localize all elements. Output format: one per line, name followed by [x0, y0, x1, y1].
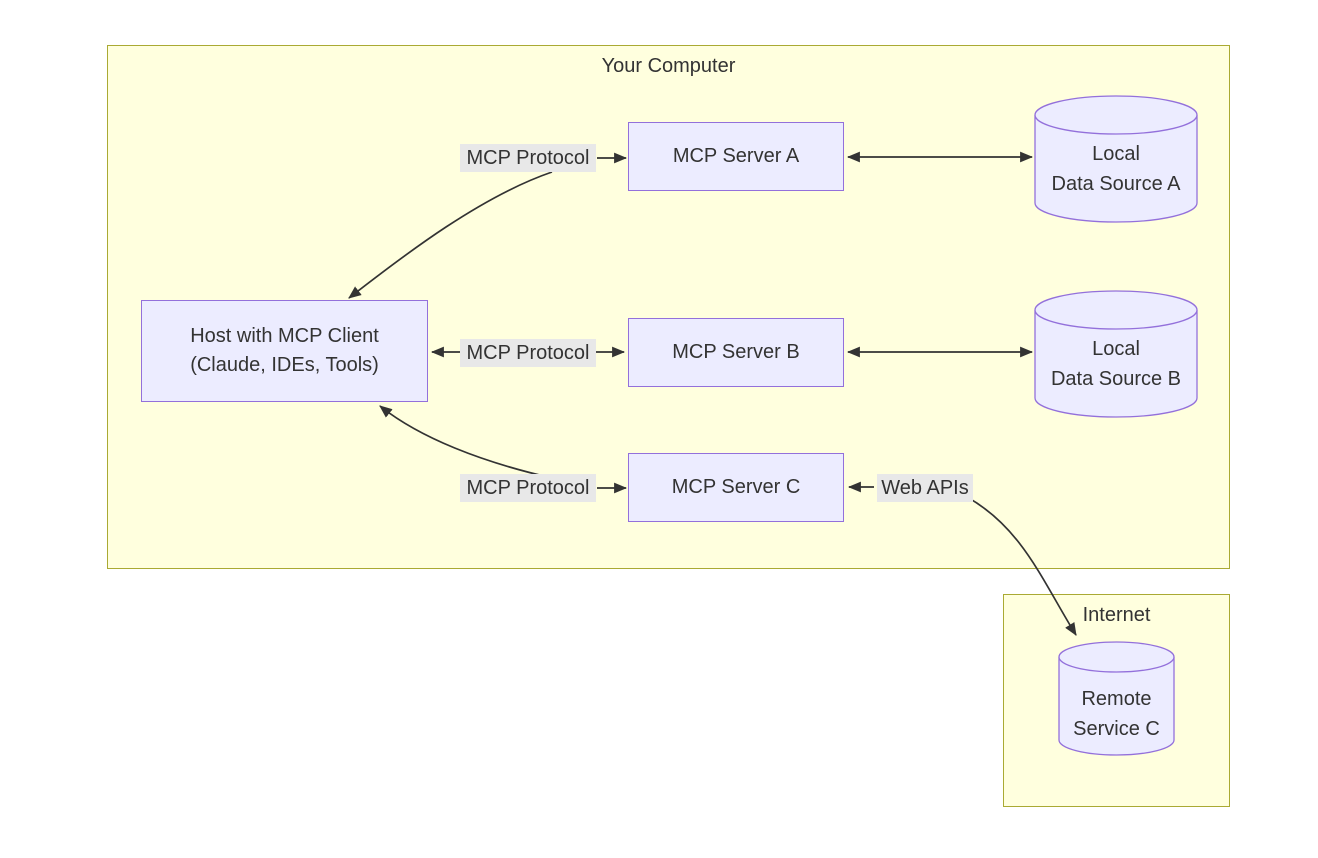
remote-service-c-label: Remote Service C — [1059, 684, 1174, 744]
node-host-with-mcp-client: Host with MCP Client (Claude, IDEs, Tool… — [141, 300, 428, 402]
edge-label-mcp-protocol-c: MCP Protocol — [460, 474, 596, 502]
data-source-b-line1: Local — [1092, 338, 1140, 360]
edge-label-mcp-protocol-a: MCP Protocol — [460, 144, 596, 172]
server-b-label: MCP Server B — [672, 341, 800, 363]
data-source-b-label: Local Data Source B — [1035, 334, 1197, 394]
node-mcp-server-b: MCP Server B — [628, 318, 844, 387]
node-mcp-server-c: MCP Server C — [628, 453, 844, 522]
host-label-line2: (Claude, IDEs, Tools) — [190, 354, 379, 376]
remote-service-c-line2: Service C — [1073, 718, 1160, 740]
internet-title: Internet — [1082, 604, 1151, 626]
server-c-label: MCP Server C — [671, 476, 801, 498]
host-label-line1: Host with MCP Client — [190, 325, 379, 347]
edge-label-mcp-protocol-b: MCP Protocol — [460, 339, 596, 367]
node-mcp-server-a: MCP Server A — [628, 122, 844, 191]
server-a-label: MCP Server A — [672, 145, 800, 167]
data-source-a-line1: Local — [1092, 143, 1140, 165]
edge-label-web-apis: Web APIs — [877, 474, 973, 502]
data-source-b-line2: Data Source B — [1050, 368, 1182, 390]
remote-service-c-line1: Remote — [1081, 688, 1152, 710]
data-source-a-label: Local Data Source A — [1035, 139, 1197, 199]
your-computer-title: Your Computer — [601, 55, 736, 77]
data-source-a-line2: Data Source A — [1051, 173, 1181, 195]
